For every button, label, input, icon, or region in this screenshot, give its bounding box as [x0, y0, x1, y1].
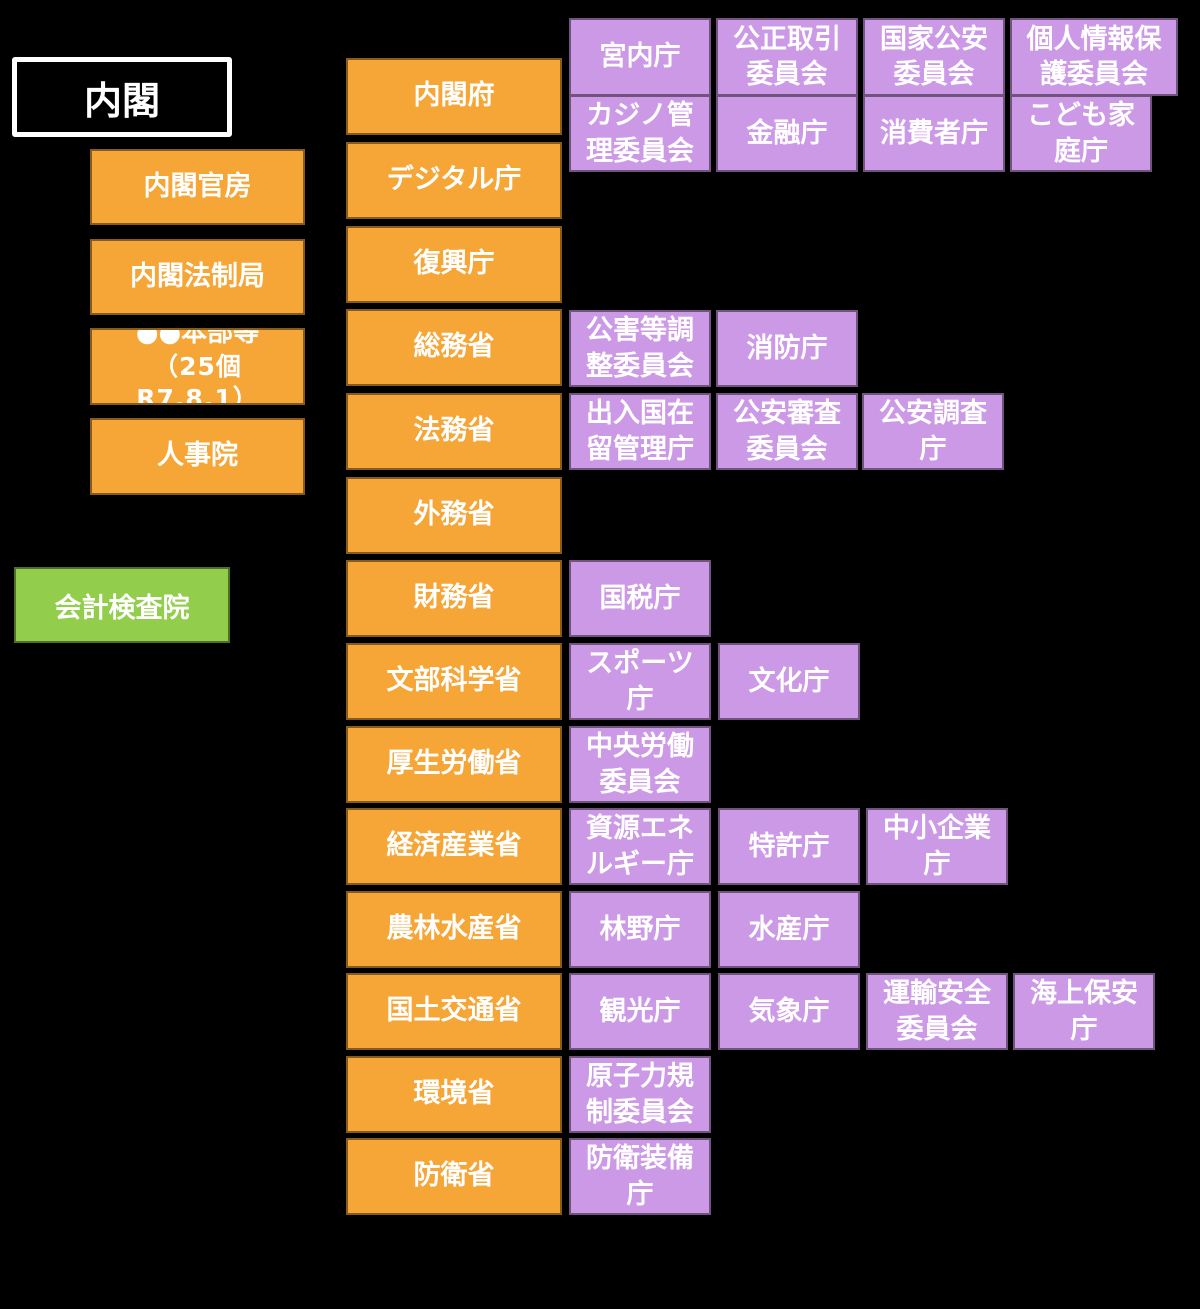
agency-label: 特許庁 — [748, 830, 830, 862]
ministry-education: 文部科学省 — [346, 643, 562, 720]
ministry-label: 国土交通省 — [386, 995, 522, 1027]
agency-box: 消費者庁 — [863, 95, 1005, 172]
ministry-label: デジタル庁 — [386, 164, 522, 196]
agency-label: カジノ管理委員会 — [586, 100, 694, 167]
ministry-label: 法務省 — [413, 415, 495, 447]
agency-box: 運輸安全委員会 — [866, 973, 1008, 1050]
agency-label: こども家庭庁 — [1027, 100, 1135, 167]
ministry-defense: 防衛省 — [346, 1138, 562, 1215]
ministry-label: 外務省 — [413, 499, 495, 531]
agency-label: 原子力規制委員会 — [586, 1061, 694, 1128]
ministry-label: 文部科学省 — [386, 665, 522, 697]
agency-label: 運輸安全委員会 — [883, 978, 991, 1045]
agency-label: 出入国在留管理庁 — [586, 398, 694, 465]
legislation-bureau-box: 内閣法制局 — [90, 239, 305, 315]
agency-label: 公正取引委員会 — [733, 23, 841, 90]
agency-box: 出入国在留管理庁 — [569, 393, 711, 470]
agency-label: 水産庁 — [748, 913, 830, 945]
agency-box: 林野庁 — [569, 891, 711, 968]
ministry-label: 厚生労働省 — [386, 748, 522, 780]
ministry-label: 内閣府 — [413, 80, 495, 112]
agency-box: 中央労働委員会 — [569, 726, 711, 803]
agency-label: 資源エネルギー庁 — [586, 813, 694, 880]
ministry-label: 経済産業省 — [386, 830, 522, 862]
agency-box: 資源エネルギー庁 — [569, 808, 711, 885]
audit-board-box: 会計検査院 — [14, 567, 230, 643]
agency-box: 国税庁 — [569, 560, 711, 637]
agency-box: 海上保安庁 — [1013, 973, 1155, 1050]
ministry-agriculture: 農林水産省 — [346, 891, 562, 968]
agency-box: 水産庁 — [718, 891, 860, 968]
legislation-bureau-label: 内閣法制局 — [130, 260, 265, 292]
agency-label: 宮内庁 — [599, 41, 681, 73]
headquarters-label: ●●本部等 — [135, 328, 260, 349]
cabinet-secretariat-box: 内閣官房 — [90, 149, 305, 225]
agency-box: 宮内庁 — [569, 18, 711, 96]
agency-label: 中小企業庁 — [883, 813, 991, 880]
ministry-cabinet-office: 内閣府 — [346, 58, 562, 135]
agency-box: カジノ管理委員会 — [569, 95, 711, 172]
ministry-label: 総務省 — [413, 331, 495, 363]
ministry-health-labour: 厚生労働省 — [346, 726, 562, 803]
agency-label: 中央労働委員会 — [586, 731, 694, 798]
ministry-internal-affairs: 総務省 — [346, 309, 562, 386]
agency-label: 金融庁 — [746, 117, 828, 149]
agency-label: 消防庁 — [746, 332, 828, 364]
ministry-label: 防衛省 — [413, 1160, 495, 1192]
ministry-environment: 環境省 — [346, 1056, 562, 1133]
ministry-economy: 経済産業省 — [346, 808, 562, 885]
cabinet-title: 内閣 — [12, 57, 232, 137]
agency-label: 林野庁 — [599, 913, 681, 945]
agency-box: こども家庭庁 — [1010, 95, 1152, 172]
agency-label: 個人情報保護委員会 — [1026, 23, 1162, 90]
ministry-foreign-affairs: 外務省 — [346, 477, 562, 554]
ministry-justice: 法務省 — [346, 393, 562, 470]
agency-box: 国家公安委員会 — [863, 18, 1005, 96]
agency-box: 防衛装備庁 — [569, 1138, 711, 1215]
agency-box: 観光庁 — [569, 973, 711, 1050]
agency-label: 防衛装備庁 — [586, 1143, 694, 1210]
ministry-reconstruction: 復興庁 — [346, 226, 562, 303]
agency-box: 特許庁 — [718, 808, 860, 885]
agency-label: 海上保安庁 — [1030, 978, 1138, 1045]
personnel-authority-label: 人事院 — [157, 440, 238, 472]
agency-box: 公正取引委員会 — [716, 18, 858, 96]
cabinet-title-text: 内閣 — [83, 78, 160, 123]
headquarters-count: （25個R7.8.1） — [136, 351, 259, 405]
agency-box: 気象庁 — [718, 973, 860, 1050]
agency-label: 消費者庁 — [880, 117, 988, 149]
agency-label: 国家公安委員会 — [880, 23, 988, 90]
ministry-label: 農林水産省 — [386, 913, 522, 945]
agency-box: 公安審査委員会 — [716, 393, 858, 470]
audit-board-label: 会計検査院 — [54, 592, 190, 624]
agency-box: 公害等調整委員会 — [569, 310, 711, 387]
ministry-land-transport: 国土交通省 — [346, 973, 562, 1050]
agency-box: スポーツ庁 — [569, 643, 711, 720]
ministry-label: 環境省 — [413, 1078, 495, 1110]
agency-label: 公安審査委員会 — [733, 398, 841, 465]
agency-box: 金融庁 — [716, 95, 858, 172]
agency-label: スポーツ庁 — [586, 648, 694, 715]
ministry-digital: デジタル庁 — [346, 142, 562, 219]
ministry-label: 復興庁 — [413, 248, 495, 280]
agency-box: 個人情報保護委員会 — [1010, 18, 1178, 96]
agency-box: 中小企業庁 — [866, 808, 1008, 885]
ministry-label: 財務省 — [413, 582, 495, 614]
agency-label: 気象庁 — [748, 995, 830, 1027]
agency-box: 文化庁 — [718, 643, 860, 720]
agency-label: 文化庁 — [748, 665, 830, 697]
cabinet-secretariat-label: 内閣官房 — [143, 170, 252, 202]
agency-box: 公安調査庁 — [862, 393, 1004, 470]
agency-label: 公害等調整委員会 — [586, 315, 694, 382]
agency-label: 公安調査庁 — [879, 398, 987, 465]
agency-box: 消防庁 — [716, 310, 858, 387]
headquarters-box: ●●本部等 （25個R7.8.1） — [90, 328, 305, 405]
ministry-finance: 財務省 — [346, 560, 562, 637]
agency-box: 原子力規制委員会 — [569, 1056, 711, 1133]
agency-label: 国税庁 — [599, 582, 681, 614]
personnel-authority-box: 人事院 — [90, 418, 305, 495]
agency-label: 観光庁 — [599, 995, 681, 1027]
